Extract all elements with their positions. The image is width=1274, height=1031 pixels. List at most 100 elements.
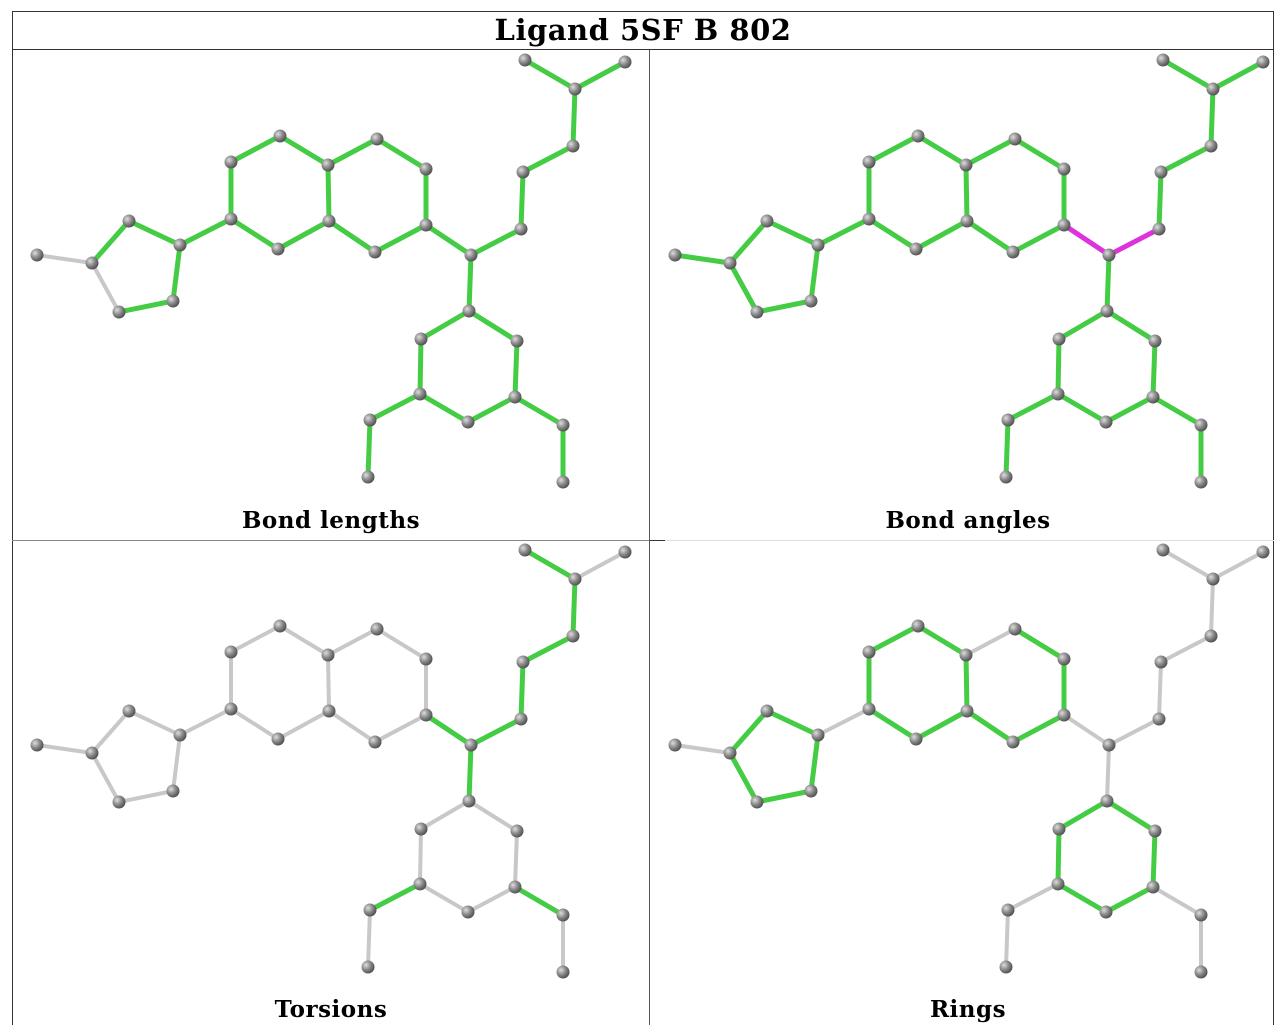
bond [915,133,969,168]
atom [862,702,876,716]
bond [512,884,566,918]
bond [35,253,94,265]
bond [815,216,872,248]
bond [964,627,1017,657]
atom [224,645,238,659]
bond [35,743,94,755]
bond [866,216,919,252]
atom [322,214,336,228]
atom [1102,248,1116,262]
atom [368,735,382,749]
atom [1146,390,1160,404]
bond [1010,222,1067,255]
bond [171,733,182,793]
bond [228,216,281,252]
atom [1206,572,1220,586]
atom [668,248,682,262]
atom [271,732,285,746]
atom [508,390,522,404]
bond [673,743,732,755]
atom [368,245,382,259]
atom [464,738,478,752]
atom [1001,413,1015,427]
bond [866,623,921,655]
atom [321,648,335,662]
bond [326,653,331,713]
atom [1146,880,1160,894]
bond [518,659,526,722]
atom [419,652,433,666]
bond [373,713,428,744]
atom [514,222,528,236]
bond [964,218,1016,255]
atom [321,158,335,172]
atom [750,305,764,319]
atom [1156,543,1170,557]
panel-bond-lengths: Bond lengths [13,50,649,540]
atom [464,248,478,262]
bond [915,623,969,658]
atom [361,960,375,974]
atom [224,702,238,716]
atom [618,55,632,69]
bond [178,707,233,737]
bond [366,908,372,969]
bond [170,242,183,304]
bond [423,712,474,748]
bond [468,716,524,748]
atom [568,82,582,96]
atom [518,53,532,67]
panel-torsions: Torsions [13,541,649,1031]
bond [467,799,519,833]
atom [1051,387,1065,401]
atom [862,155,876,169]
atom [1052,332,1066,346]
bond [570,576,578,639]
bond [1056,798,1110,832]
bond [465,394,518,425]
atom [414,332,428,346]
bond [1061,222,1112,258]
atom [462,794,476,808]
atom [862,645,876,659]
atom [1154,655,1168,669]
bond [1150,828,1158,890]
atom [1006,735,1020,749]
bond [1107,717,1161,747]
atom [273,129,287,143]
bond [90,751,121,804]
bond [116,298,176,315]
atom [556,965,570,979]
bond [1005,391,1061,423]
atom [1204,139,1218,153]
atom [510,334,524,348]
bond [816,707,871,737]
atom [668,738,682,752]
atom [1206,82,1220,96]
atom [508,880,522,894]
caption-bond-angles: Bond angles [885,507,1051,534]
bond [1105,743,1111,803]
bond [375,627,428,661]
atom [618,545,632,559]
atom [30,248,44,262]
atom [370,622,384,636]
bond [513,829,519,889]
bond [1151,885,1203,917]
panel-bond-angles: Bond angles [650,50,1274,540]
atom [911,619,925,633]
atom [173,238,187,252]
bond [418,882,470,914]
bond [1055,391,1109,425]
atom [1256,55,1270,69]
bond [1004,908,1010,969]
bond [1103,394,1156,425]
bond [90,709,131,755]
bond [419,799,471,831]
atom [413,387,427,401]
bond [1157,660,1163,721]
bond [89,218,132,266]
bond [808,732,821,794]
bond [365,417,373,480]
bond [1210,59,1266,92]
